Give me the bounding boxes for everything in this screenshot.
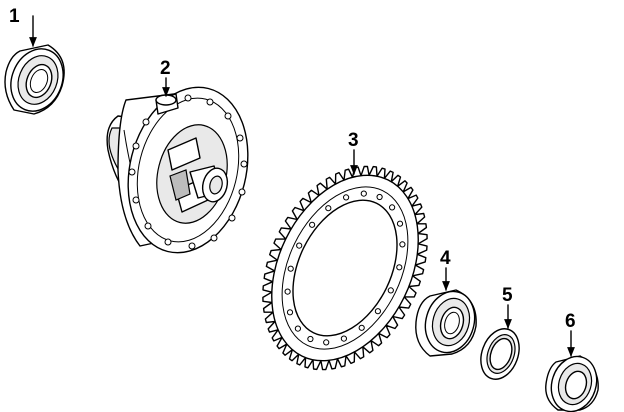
ring-gear-bolt-hole [343, 194, 350, 201]
ring-gear-bolt-hole [307, 335, 314, 343]
callout-label-6: 6 [565, 311, 576, 332]
callout-6: 6 [565, 311, 576, 357]
ring-gear-bolt-hole [294, 325, 301, 332]
callout-label-4: 4 [440, 248, 451, 269]
ring-gear-bolt-hole [309, 221, 316, 228]
callout-label-1: 1 [9, 6, 20, 27]
ring-gear-bolt-hole [396, 220, 404, 227]
ring-gear-bolt-hole [323, 339, 330, 346]
callout-5: 5 [502, 285, 513, 329]
callout-4: 4 [440, 248, 451, 291]
ring-gear-bolt-hole [389, 204, 396, 211]
callout-label-2: 2 [160, 58, 171, 79]
part-5-seal[interactable] [474, 323, 526, 384]
ring-gear-bolt-hole [376, 193, 383, 201]
callout-label-3: 3 [348, 130, 359, 151]
ring-gear-bolt-hole [360, 190, 367, 197]
ring-gear-bolt-hole [340, 335, 347, 342]
callout-2: 2 [160, 58, 171, 97]
part-6-bearing[interactable] [544, 351, 603, 412]
ring-gear-bolt-hole [396, 264, 403, 271]
part-1-bearing[interactable] [2, 41, 72, 119]
callout-1: 1 [9, 6, 37, 47]
ring-gear-bolt-hole [325, 205, 332, 212]
ring-gear-bolt-hole [284, 288, 291, 295]
part-4-bearing[interactable] [415, 286, 482, 359]
callout-label-5: 5 [502, 285, 513, 306]
ring-gear-bolt-hole [287, 265, 294, 272]
ring-gear-bolt-hole [374, 308, 381, 315]
ring-gear-bolt-hole [296, 242, 303, 249]
ring-gear-bolt-hole [358, 324, 365, 331]
ring-gear-bolt-hole [399, 241, 406, 248]
ring-gear-bolt-hole [387, 287, 394, 294]
callout-3: 3 [348, 130, 359, 175]
ring-gear-bolt-hole [286, 309, 294, 316]
part-2-differential-case[interactable] [106, 74, 264, 265]
part-3-ring-gear[interactable] [243, 151, 448, 385]
